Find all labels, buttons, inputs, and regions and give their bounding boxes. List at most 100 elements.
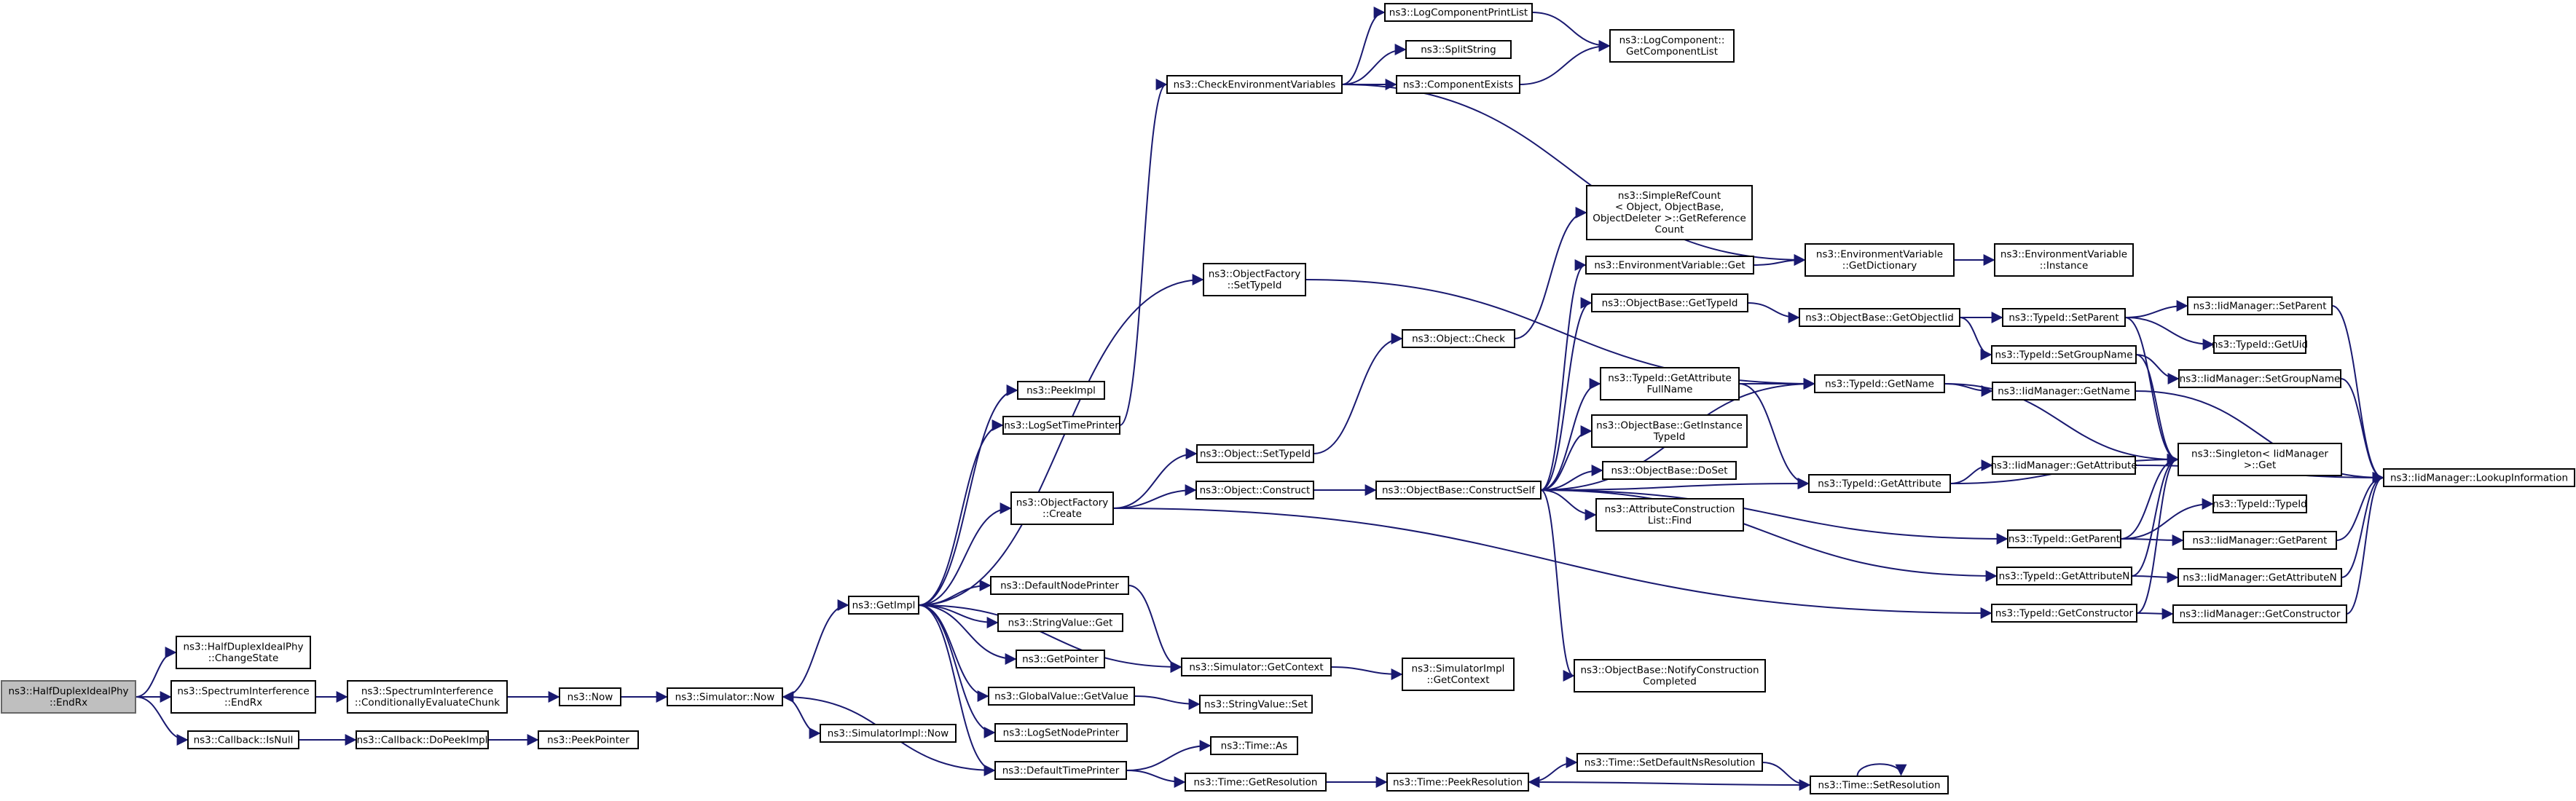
graph-node[interactable]: ns3::LogComponent::GetComponentList — [1609, 29, 1735, 63]
graph-node[interactable]: ns3::ObjectBase::ConstructSelf — [1375, 481, 1542, 500]
graph-node[interactable]: ns3::StringValue::Get — [997, 613, 1123, 632]
graph-node[interactable]: ns3::Object::Construct — [1195, 481, 1314, 500]
graph-node[interactable]: ns3::SimpleRefCount< Object, ObjectBase,… — [1586, 185, 1753, 240]
graph-node[interactable]: ns3::IidManager::LookupInformation — [2383, 468, 2575, 487]
graph-node[interactable]: ns3::TypeId::GetAttribute — [1808, 474, 1951, 493]
graph-node-label: ns3::Object::Check — [1412, 333, 1505, 344]
graph-node-box — [1396, 75, 1520, 94]
graph-node-box — [170, 680, 316, 714]
graph-node-label: ns3::CheckEnvironmentVariables — [1174, 79, 1336, 90]
graph-node[interactable]: ns3::TypeId::GetParent — [2007, 529, 2121, 548]
graph-node[interactable]: ns3::CheckEnvironmentVariables — [1166, 75, 1343, 94]
graph-node[interactable]: ns3::IidManager::SetGroupName — [2178, 369, 2341, 388]
graph-node-label: ns3::Object::Construct — [1200, 484, 1311, 496]
graph-node[interactable]: ns3::DefaultTimePrinter — [994, 761, 1127, 780]
graph-node[interactable]: ns3::ObjectBase::GetObjectIid — [1799, 308, 1960, 327]
graph-node[interactable]: ns3::Simulator::Now — [667, 687, 783, 706]
graph-node[interactable]: ns3::TypeId::TypeId — [2212, 494, 2307, 513]
graph-node[interactable]: ns3::IidManager::GetAttribute — [1990, 456, 2137, 475]
graph-node[interactable]: ns3::EnvironmentVariable::Get — [1585, 256, 1754, 275]
graph-node-box — [2213, 335, 2306, 354]
graph-node[interactable]: ns3::ComponentExists — [1396, 75, 1520, 94]
graph-node-label: List::Find — [1648, 515, 1692, 526]
graph-node-box — [997, 613, 1123, 632]
graph-node[interactable]: ns3::TypeId::GetName — [1814, 374, 1945, 393]
graph-edge — [1540, 478, 1810, 491]
graph-node[interactable]: ns3::GetImpl — [848, 596, 919, 615]
graph-node-label: ns3::ObjectBase::ConstructSelf — [1382, 484, 1536, 496]
graph-edge — [1119, 79, 1168, 426]
graph-node[interactable]: ns3::Callback::IsNull — [187, 730, 299, 749]
graph-node[interactable]: ns3::Time::SetResolution — [1810, 776, 1949, 794]
graph-node-label: ns3::IidManager::SetGroupName — [2180, 373, 2341, 384]
graph-edge — [1128, 585, 1182, 673]
graph-node-box — [1010, 492, 1114, 525]
graph-node[interactable]: ns3::PeekImpl — [1017, 381, 1105, 400]
graph-node[interactable]: ns3::SplitString — [1405, 40, 1512, 59]
graph-node-box — [1595, 498, 1744, 532]
graph-node[interactable]: ns3::Time::As — [1210, 736, 1298, 755]
graph-node[interactable]: ns3::TypeId::GetUid — [2212, 335, 2308, 354]
graph-edge — [2124, 300, 2188, 318]
graph-node-box — [667, 687, 783, 706]
graph-node[interactable]: ns3::Time::SetDefaultNsResolution — [1576, 753, 1763, 772]
graph-node[interactable]: ns3::PeekPointer — [538, 730, 639, 749]
graph-node[interactable]: ns3::ObjectFactory::SetTypeId — [1203, 263, 1306, 296]
graph-node[interactable]: ns3::Object::Check — [1402, 329, 1515, 348]
graph-node[interactable]: ns3::LogComponentPrintList — [1384, 3, 1533, 22]
graph-node[interactable]: ns3::GetPointer — [1016, 650, 1105, 668]
graph-node-box — [1196, 444, 1314, 463]
graph-node[interactable]: ns3::HalfDuplexIdealPhy::EndRx — [1, 680, 136, 714]
graph-node[interactable]: ns3::Now — [559, 687, 621, 706]
graph-node-box — [848, 596, 919, 615]
graph-node-label: GetComponentList — [1626, 46, 1718, 58]
graph-node[interactable]: ns3::TypeId::SetParent — [2002, 308, 2126, 327]
graph-node-label: ::GetDictionary — [1842, 260, 1917, 272]
graph-node[interactable]: ns3::ObjectFactory::Create — [1010, 492, 1114, 525]
graph-node[interactable]: ns3::SimulatorImpl::GetContext — [1402, 658, 1515, 691]
graph-node[interactable]: ns3::Time::PeekResolution — [1386, 773, 1529, 792]
graph-node[interactable]: ns3::Callback::DoPeekImpl — [356, 730, 489, 749]
graph-node-box — [1017, 381, 1105, 400]
graph-edge — [1949, 459, 1993, 484]
graph-node[interactable]: ns3::HalfDuplexIdealPhy::ChangeState — [176, 636, 311, 669]
graph-node[interactable]: ns3::Object::SetTypeId — [1196, 444, 1314, 463]
graph-node[interactable]: ns3::IidManager::GetParent — [2183, 531, 2337, 550]
graph-edge — [1528, 757, 1578, 783]
graph-node[interactable]: ns3::LogSetTimePrinter — [1002, 416, 1120, 435]
graph-node[interactable]: ns3::SimulatorImpl::Now — [820, 724, 957, 743]
graph-node[interactable]: ns3::SpectrumInterference::Conditionally… — [347, 680, 508, 714]
graph-node-box — [1386, 773, 1529, 792]
graph-node[interactable]: ns3::Simulator::GetContext — [1181, 658, 1332, 676]
graph-node[interactable]: ns3::TypeId::GetAttributeN — [1996, 567, 2132, 585]
graph-node[interactable]: ns3::StringValue::Set — [1199, 695, 1313, 714]
graph-node[interactable]: ns3::EnvironmentVariable::GetDictionary — [1805, 243, 1955, 277]
graph-node-label: FullName — [1647, 384, 1693, 395]
graph-node-box — [1992, 382, 2136, 400]
graph-node[interactable]: ns3::GlobalValue::GetValue — [988, 687, 1135, 706]
graph-node[interactable]: ns3::IidManager::GetAttributeN — [2178, 568, 2342, 587]
graph-node-box — [1210, 736, 1298, 755]
graph-node[interactable]: ns3::IidManager::SetParent — [2187, 296, 2333, 315]
graph-node-label: ::EndRx — [224, 697, 262, 709]
graph-node[interactable]: ns3::ObjectBase::NotifyConstructionCompl… — [1574, 659, 1766, 693]
graph-node[interactable]: ns3::TypeId::GetConstructor — [1991, 604, 2137, 623]
graph-node[interactable]: ns3::SpectrumInterference::EndRx — [170, 680, 316, 714]
graph-node-box — [990, 576, 1129, 595]
graph-node[interactable]: ns3::EnvironmentVariable::Instance — [1994, 243, 2134, 277]
graph-edge — [1738, 383, 1810, 489]
graph-node[interactable]: ns3::ObjectBase::DoSet — [1602, 461, 1737, 480]
graph-node[interactable]: ns3::Singleton< IidManager>::Get — [2178, 443, 2342, 476]
graph-node[interactable]: ns3::LogSetNodePrinter — [994, 723, 1128, 742]
graph-node[interactable]: ns3::ObjectBase::GetTypeId — [1591, 293, 1748, 312]
graph-node[interactable]: ns3::DefaultNodePrinter — [990, 576, 1129, 595]
graph-node[interactable]: ns3::IidManager::GetConstructor — [2172, 604, 2347, 623]
graph-node[interactable]: ns3::Time::GetResolution — [1185, 773, 1327, 792]
graph-node[interactable]: ns3::TypeId::SetGroupName — [1991, 345, 2137, 364]
graph-node-box — [2178, 369, 2341, 388]
graph-node[interactable]: ns3::IidManager::GetName — [1992, 382, 2136, 400]
graph-edge — [918, 604, 996, 738]
